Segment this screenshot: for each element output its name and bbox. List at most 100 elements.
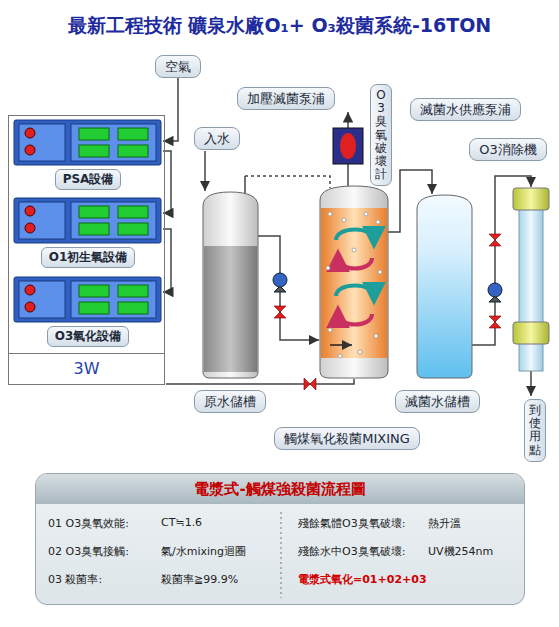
label-box: 滅菌水供應泵浦 — [410, 98, 521, 121]
valve — [274, 234, 501, 390]
mixing-tank — [330, 344, 352, 346]
device-graphic — [13, 197, 163, 245]
device-graphic — [13, 119, 163, 167]
pipe — [347, 112, 349, 128]
table-cell: CT≒1.6 — [161, 516, 202, 529]
mixing-tank — [374, 334, 378, 338]
sterile-water-tank — [417, 195, 472, 378]
indicator-lamp — [25, 302, 35, 312]
node-label: O3臭氧破壞計 — [375, 89, 387, 181]
indicator-lamp — [25, 223, 35, 233]
label-box: 加壓滅菌泵浦 — [237, 87, 335, 110]
node-label: 觸煤氧化殺菌MIXING — [284, 430, 410, 447]
label-box: 原水儲槽 — [194, 390, 266, 413]
indicator-lamp — [25, 285, 35, 295]
device-panel — [19, 124, 65, 161]
uv-unit — [513, 322, 549, 344]
indicator-lamp — [25, 206, 35, 216]
display-panel — [118, 206, 148, 218]
mixing-tank — [342, 218, 346, 222]
mixing-tank — [338, 314, 372, 325]
node-label: 3W — [9, 353, 164, 384]
display-panel — [79, 285, 109, 297]
pump — [273, 273, 502, 302]
mixing-tank — [378, 270, 382, 274]
mixing-tank — [320, 186, 388, 378]
info-panel: 電漿式-觸煤強殺菌流程圖 01 O3臭氧效能: CT≒1.6 殘餘氣體O3臭氧破壞: 熱… — [35, 473, 525, 605]
display-panel — [79, 302, 109, 314]
pipe — [347, 164, 349, 186]
node-label: 加壓滅菌泵浦 — [247, 90, 325, 107]
mixing-tank — [338, 258, 372, 269]
vertical-label-box: 到使用點 — [524, 399, 546, 462]
table-cell: 殺菌率≧99.9% — [161, 572, 238, 587]
device-panel — [71, 124, 156, 161]
raw-water-tank — [203, 192, 258, 378]
pump — [273, 273, 287, 287]
mixing-tank — [338, 354, 342, 358]
indicator-lamp — [25, 128, 35, 138]
label-box: 觸煤氧化殺菌MIXING — [274, 427, 420, 450]
device-box: O3氧化設備 — [13, 276, 163, 348]
input-box: 入水 — [194, 127, 240, 150]
uv-unit — [513, 188, 549, 210]
device-panel — [71, 281, 156, 318]
valve — [304, 378, 316, 390]
mixing-tank — [336, 230, 374, 241]
valve — [489, 316, 501, 328]
display-panel — [79, 128, 109, 140]
ozone-destructor — [340, 133, 356, 159]
ozone-destructor — [333, 128, 363, 164]
pipe — [258, 236, 319, 340]
label-box: 滅菌水儲槽 — [395, 390, 480, 413]
device-box: PSA設備 — [13, 119, 163, 191]
mixing-tank — [364, 212, 368, 216]
mixing-tank — [326, 212, 382, 358]
mixing-tank — [328, 328, 332, 332]
vertical-label-box: O3臭氧破壞計 — [370, 84, 392, 186]
pipe — [166, 379, 354, 384]
node-label: 空氣 — [165, 58, 191, 75]
table-cell: 熱升溫 — [428, 516, 461, 531]
table-cell: 殘餘氣體O3臭氧破壞: — [298, 516, 405, 531]
display-panel — [79, 206, 109, 218]
device-box: O1初生氧設備 — [13, 197, 163, 269]
pipe — [530, 371, 532, 396]
device-housing — [14, 277, 161, 322]
table-cell: 01 O3臭氧效能: — [48, 516, 129, 531]
device-graphic — [13, 276, 163, 324]
table-cell: 02 O3臭氧接觸: — [48, 544, 129, 559]
device-panel — [19, 281, 65, 318]
table-cell: 氣/水mixing迴圈 — [161, 544, 246, 559]
indicator-lamp — [25, 145, 35, 155]
pipe — [204, 151, 206, 191]
device-panel — [71, 202, 156, 239]
mixing-tank — [376, 220, 380, 224]
table-cell: 03 殺菌率: — [48, 572, 102, 587]
pipe — [244, 176, 246, 193]
mixing-tank — [352, 248, 356, 252]
display-panel — [118, 128, 148, 140]
valve — [274, 306, 286, 318]
mixing-tank — [326, 266, 330, 270]
node-label: 滅菌水儲槽 — [405, 393, 470, 410]
display-panel — [118, 145, 148, 157]
mixing-tank — [328, 212, 332, 216]
input-box: 空氣 — [155, 55, 201, 78]
panel-heading: 電漿式-觸煤強殺菌流程圖 — [36, 474, 524, 504]
node-label: 到使用點 — [529, 404, 541, 457]
display-panel — [118, 285, 148, 297]
pump — [488, 283, 502, 297]
separator-line — [281, 512, 282, 598]
node-label: O1初生氧設備 — [41, 247, 136, 268]
device-housing — [14, 198, 161, 243]
sterile-water-tank — [417, 195, 472, 378]
mixing-tank — [336, 286, 374, 297]
table-cell: UV機254nm — [428, 544, 493, 559]
table-cell: 殘餘水中O3臭氧破壞: — [298, 544, 405, 559]
display-panel — [79, 145, 109, 157]
display-panel — [79, 223, 109, 235]
uv-unit — [519, 200, 543, 371]
device-housing — [14, 120, 161, 165]
